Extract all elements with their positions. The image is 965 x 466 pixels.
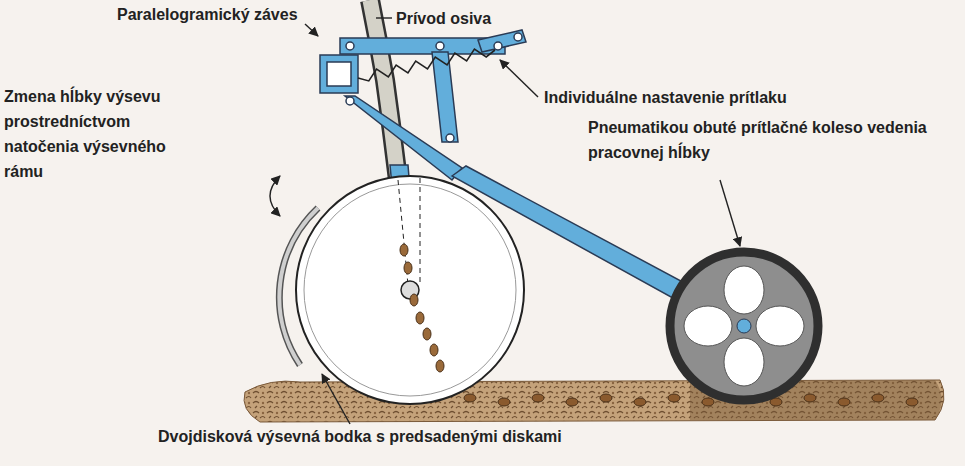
linkage-label: Paralelogramický záves: [117, 2, 337, 27]
wheel-openings: [684, 266, 804, 386]
seed-feed-label: Prívod osiva: [396, 6, 526, 31]
seed: [498, 398, 510, 406]
wheel-hub: [737, 319, 751, 333]
seed: [634, 398, 646, 406]
pressure-spring: [358, 49, 495, 81]
pressure-label: Individuálne nastavenie prítlaku: [544, 85, 844, 110]
seed: [532, 394, 544, 402]
seed: [668, 394, 680, 402]
disc-rim: [304, 184, 516, 396]
falling-seeds: [400, 244, 444, 372]
seed-channel: [420, 178, 421, 285]
press-wheel: [670, 252, 818, 400]
disc-coulter-label: Dvojdisková výsevná bodka s predsadenými…: [158, 424, 718, 449]
seed: [702, 398, 714, 406]
seed: [416, 312, 424, 324]
seed-row: [464, 394, 918, 406]
seed: [400, 244, 408, 256]
seed-tube-outline: [370, 0, 398, 180]
seed: [804, 394, 816, 402]
seed: [906, 398, 918, 406]
seed: [436, 360, 444, 372]
seeding-disc: [296, 176, 524, 404]
seed: [838, 398, 850, 406]
leader-lines: [270, 18, 740, 424]
front-disc-face: [279, 208, 318, 365]
pivots: [346, 33, 522, 142]
parallelogram-linkage: [320, 30, 526, 180]
seed-tube: [370, 0, 398, 180]
seed: [566, 398, 578, 406]
depth-adjust-label: Zmena hĺbky výsevu prostredníctvom natoč…: [4, 84, 209, 184]
seed: [423, 328, 431, 340]
press-wheel-label: Pneumatikou obuté prítlačné koleso veden…: [588, 115, 953, 165]
seed: [600, 394, 612, 402]
seed: [404, 262, 412, 274]
seed: [464, 394, 476, 402]
seed: [410, 294, 418, 306]
seed: [430, 344, 438, 356]
front-disc: [279, 208, 318, 365]
seed: [872, 394, 884, 402]
